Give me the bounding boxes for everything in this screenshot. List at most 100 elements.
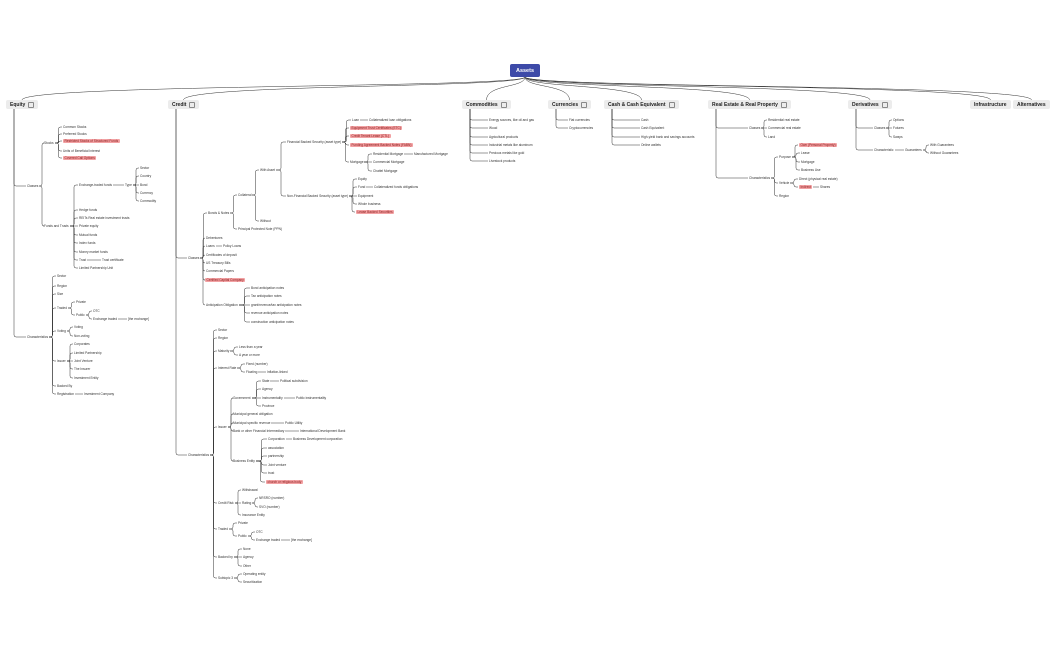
- category-infrastructure[interactable]: Infrastructure: [970, 100, 1011, 109]
- topic-eq-c3[interactable]: Size: [57, 292, 64, 296]
- topic-re-classes[interactable]: Classes: [749, 126, 761, 130]
- topic-cr-msr[interactable]: Municipal specific revenue: [233, 421, 271, 425]
- topic-cr-sub[interactable]: Subtopic 3: [218, 576, 234, 580]
- topic-ca1[interactable]: Cash: [641, 118, 649, 122]
- topic-de-c3[interactable]: Swaps: [893, 135, 903, 139]
- topic-cr-ant4[interactable]: revenue anticipation notes: [251, 311, 289, 315]
- topic-cr-gov[interactable]: Government: [233, 396, 251, 400]
- topic-eq-f7[interactable]: Trust: [79, 258, 87, 262]
- topic-cr-fin2[interactable]: Equipment Trust Certificates (ETC): [350, 126, 403, 130]
- topic-cr-ant5[interactable]: construction anticipation notes: [251, 320, 294, 324]
- topic-cr-fin1[interactable]: Loan: [352, 118, 360, 122]
- topic-cr-mat1[interactable]: Less than a year: [239, 345, 263, 349]
- topic-eq-c5a[interactable]: Voting: [74, 325, 83, 329]
- topic-ca2[interactable]: Cash Equivalent: [641, 126, 665, 130]
- topic-eq-char[interactable]: Characteristics: [27, 335, 49, 339]
- topic-eq-c4b2a[interactable]: [the exchange]: [128, 317, 149, 321]
- topic-cr-ccc[interactable]: Certified Capital Company: [205, 278, 246, 282]
- topic-cr-gov3[interactable]: Instrumentality: [262, 396, 283, 400]
- topic-cr-tr2b[interactable]: Exchange traded: [256, 538, 281, 542]
- topic-cr-bk2[interactable]: Agency: [243, 555, 254, 559]
- note-icon[interactable]: [189, 101, 196, 108]
- topic-cr-backed[interactable]: Backed by: [218, 555, 233, 559]
- topic-cr-fin[interactable]: Financial Backed Security (asset type): [287, 140, 342, 144]
- topic-cr-nf3[interactable]: Equipment: [358, 194, 374, 198]
- topic-eq-f7a[interactable]: Trust certificate: [102, 258, 124, 262]
- topic-cr-cr2a[interactable]: NRSRO (number): [259, 496, 285, 500]
- topic-cr-sector[interactable]: Sector: [218, 328, 228, 332]
- topic-cu1[interactable]: Fiat currencies: [569, 118, 590, 122]
- topic-cr-mgo[interactable]: Municipal general obligation: [233, 412, 273, 416]
- topic-cr-mat[interactable]: Maturity: [218, 349, 230, 353]
- topic-eq-s4[interactable]: Units of Beneficial Interest: [63, 149, 101, 153]
- topic-eq-f3[interactable]: Private equity: [79, 224, 99, 228]
- topic-eq-f8[interactable]: Limited Partnership Unit: [79, 266, 114, 270]
- topic-cr-fin5b[interactable]: Commercial Mortgage: [373, 160, 405, 164]
- topic-co3[interactable]: Agricultural products: [489, 135, 519, 139]
- topic-cr-fin5c[interactable]: Chattel Mortgage: [373, 169, 398, 173]
- topic-eq-c6d[interactable]: The Insurer: [74, 367, 91, 371]
- topic-cr-tr2a[interactable]: OTC: [256, 530, 263, 534]
- topic-cr-ir2[interactable]: Floating: [246, 370, 258, 374]
- topic-cr-cr2b[interactable]: SVO (number): [259, 505, 280, 509]
- topic-de-c1[interactable]: Options: [893, 118, 904, 122]
- topic-co1[interactable]: Energy sources, like oil and gas: [489, 118, 535, 122]
- topic-cr-gov3a[interactable]: Public instrumentality: [296, 396, 327, 400]
- topic-cr-ust[interactable]: US Treasury Bills: [206, 261, 231, 265]
- topic-cr-cod[interactable]: Certificates of deposit: [206, 253, 237, 257]
- topic-eq-c5[interactable]: Voting: [57, 329, 66, 333]
- topic-cr-bk1[interactable]: None: [243, 547, 251, 551]
- topic-cr-char[interactable]: Characteristics: [188, 453, 210, 457]
- topic-eq-c4b2[interactable]: Exchange traded: [93, 317, 118, 321]
- topic-cr-nf1[interactable]: Equity: [358, 177, 367, 181]
- topic-co6[interactable]: Livestock products: [489, 159, 516, 163]
- topic-cr-tr1[interactable]: Private: [238, 521, 248, 525]
- topic-eq-f4[interactable]: Mutual funds: [79, 233, 98, 237]
- note-icon[interactable]: [881, 101, 888, 108]
- topic-cr-coll[interactable]: Collateral: [238, 193, 252, 197]
- topic-eq-t5[interactable]: Commodity: [140, 199, 157, 203]
- topic-ca4[interactable]: Online wallets: [641, 143, 661, 147]
- topic-eq-c8a[interactable]: Investment Company: [84, 392, 115, 396]
- topic-cr-region[interactable]: Region: [218, 336, 229, 340]
- topic-eq-c6a[interactable]: Corporates: [74, 342, 90, 346]
- topic-eq-s1[interactable]: Common Stocks: [63, 125, 87, 129]
- category-derivatives[interactable]: Derivatives: [848, 100, 892, 109]
- topic-re-vehicle[interactable]: Vehicle: [779, 181, 790, 185]
- topic-re-v1[interactable]: Direct (physical real estate): [799, 177, 838, 181]
- category-credit[interactable]: Credit: [168, 100, 200, 109]
- topic-eq-f2[interactable]: REITs Real estate investment trusts: [79, 216, 130, 220]
- topic-eq-c4[interactable]: Traded: [57, 306, 67, 310]
- topic-cr-bank[interactable]: Bank or other Financial Intermediary: [233, 429, 285, 433]
- topic-eq-funds[interactable]: Funds and Trusts: [44, 224, 69, 228]
- topic-eq-f5[interactable]: Index funds: [79, 241, 96, 245]
- topic-cr-be2[interactable]: association: [268, 446, 284, 450]
- topic-de-classes[interactable]: Classes: [874, 126, 886, 130]
- topic-co5[interactable]: Precious metals like gold: [489, 151, 525, 155]
- topic-cu2[interactable]: Cryptocurrencies: [569, 126, 594, 130]
- topic-eq-f6[interactable]: Money market funds: [79, 250, 108, 254]
- topic-de-g1[interactable]: With Guarantees: [930, 143, 954, 147]
- note-icon[interactable]: [780, 101, 787, 108]
- category-cash[interactable]: Cash & Cash Equivalent: [604, 100, 679, 109]
- topic-cr-nf2[interactable]: Fund: [358, 185, 366, 189]
- topic-eq-classes[interactable]: Classes: [27, 184, 39, 188]
- topic-cr-ant3[interactable]: grant/revenue/tax anticipation notes: [251, 303, 302, 307]
- topic-cr-loans-a[interactable]: Policy Loans: [223, 244, 242, 248]
- topic-eq-c8[interactable]: Registration: [57, 392, 75, 396]
- topic-eq-t1[interactable]: Sector: [140, 166, 150, 170]
- topic-cr-be3[interactable]: partnership: [268, 454, 284, 458]
- topic-cr-ant1[interactable]: Bond anticipation notes: [251, 286, 285, 290]
- topic-eq-type[interactable]: Type: [125, 183, 132, 187]
- topic-cr-nonfin[interactable]: Non-Financial Backed Security (asset typ…: [287, 194, 349, 198]
- topic-de-char[interactable]: Characteristic: [874, 148, 894, 152]
- topic-cr-be1[interactable]: Corporation: [268, 437, 285, 441]
- topic-re-p2[interactable]: Lease: [801, 151, 810, 155]
- topic-eq-c6[interactable]: Issuer: [57, 359, 66, 363]
- topic-cr-cp[interactable]: Commercial Papers: [206, 269, 234, 273]
- topic-eq-c6b[interactable]: Limited Partnership: [74, 351, 102, 355]
- topic-cr-sub1[interactable]: Operating entity: [243, 572, 266, 576]
- topic-cr-msr-a[interactable]: Public Utility: [285, 421, 303, 425]
- topic-cr-ir1[interactable]: Fixed (number): [246, 362, 268, 366]
- topic-re-char[interactable]: Characteristics: [749, 176, 771, 180]
